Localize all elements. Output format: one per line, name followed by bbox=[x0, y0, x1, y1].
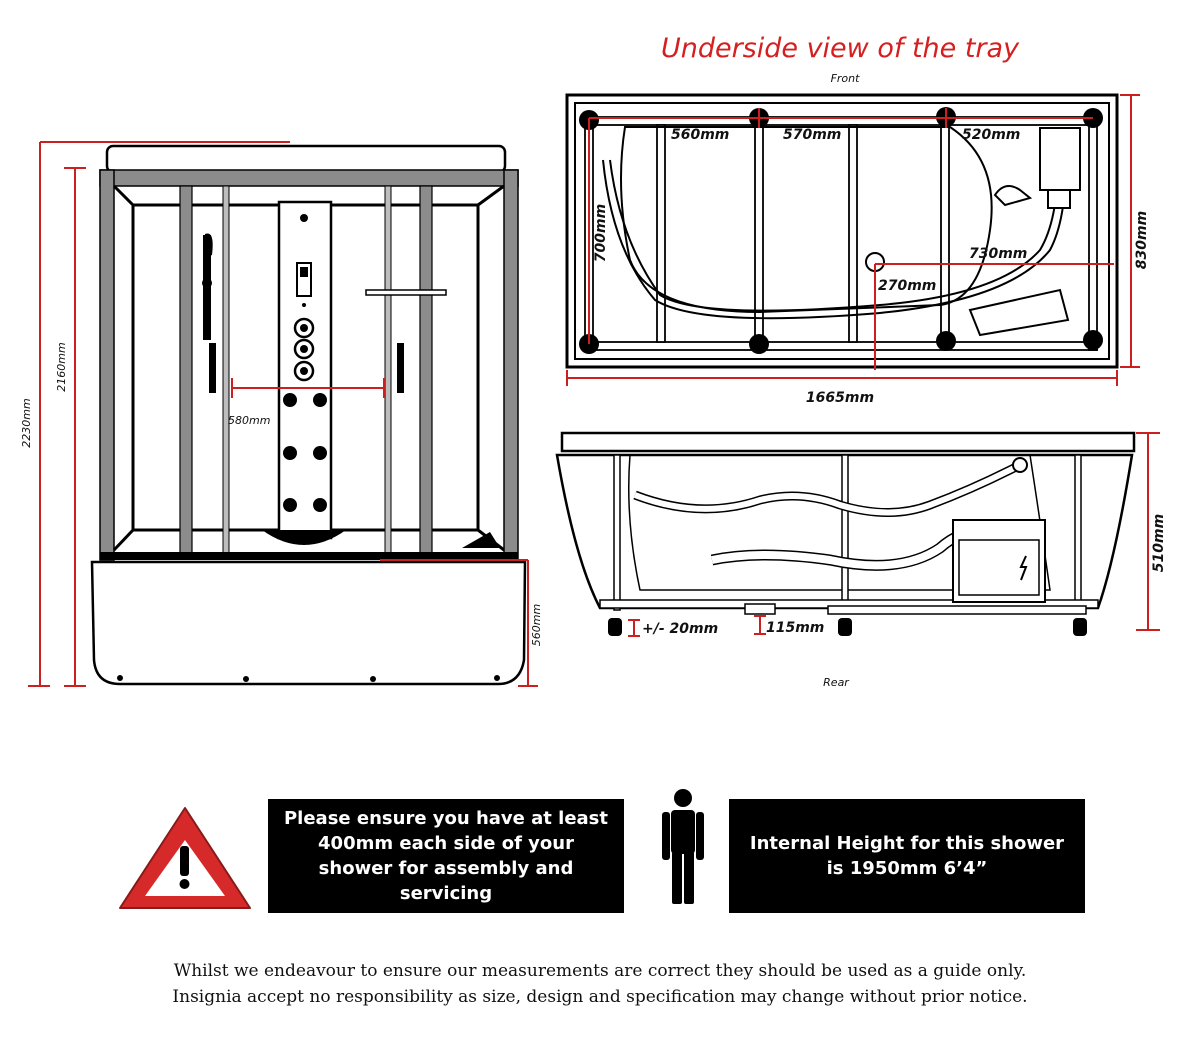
diagram-title: Underside view of the tray bbox=[661, 33, 1020, 64]
tray-height-label: 560mm bbox=[530, 604, 543, 646]
internal-height-notice: Internal Height for this shower is 1950m… bbox=[729, 799, 1085, 913]
feet-adjust-label: +/- 20mm bbox=[642, 621, 718, 637]
tray-length-label: 1665mm bbox=[806, 390, 874, 406]
assembly-notice: Please ensure you have at least 400mm ea… bbox=[268, 799, 624, 913]
waste-x-label: 730mm bbox=[969, 246, 1027, 262]
person-icon bbox=[662, 789, 704, 904]
tray-side-view bbox=[555, 431, 1136, 636]
waste-y-label: 270mm bbox=[878, 278, 936, 294]
front-view-dimensions bbox=[28, 141, 538, 687]
internal-height-text: Internal Height for this shower is 1950m… bbox=[749, 833, 1065, 879]
tray-top-dimensions bbox=[566, 94, 1140, 386]
tray-d1-label: 560mm bbox=[671, 127, 729, 143]
disclaimer-line-2: Insignia accept no responsibility as siz… bbox=[172, 987, 1028, 1007]
tray-d3-label: 520mm bbox=[962, 127, 1020, 143]
front-label: Front bbox=[831, 72, 861, 85]
tray-side-dimensions bbox=[628, 432, 1160, 637]
disclaimer-line-1: Whilst we endeavour to ensure our measur… bbox=[173, 961, 1027, 981]
tray-side-height-label: 510mm bbox=[1151, 514, 1167, 572]
height-cabin-label: 2160mm bbox=[55, 342, 68, 391]
disclaimer: Whilst we endeavour to ensure our measur… bbox=[0, 958, 1200, 1010]
waste-clearance-label: 115mm bbox=[766, 620, 824, 636]
warning-icon bbox=[119, 807, 251, 909]
assembly-notice-text: Please ensure you have at least 400mm ea… bbox=[283, 808, 609, 904]
height-total-label: 2230mm bbox=[20, 398, 33, 447]
tray-underside-top-view bbox=[565, 93, 1119, 369]
tray-depth-inner-label: 700mm bbox=[593, 204, 609, 262]
rear-label: Rear bbox=[823, 676, 850, 689]
tray-depth-total-label: 830mm bbox=[1134, 211, 1150, 269]
shower-cabin-front-view bbox=[90, 144, 527, 686]
door-width-label: 580mm bbox=[228, 414, 270, 427]
tray-d2-label: 570mm bbox=[783, 127, 841, 143]
